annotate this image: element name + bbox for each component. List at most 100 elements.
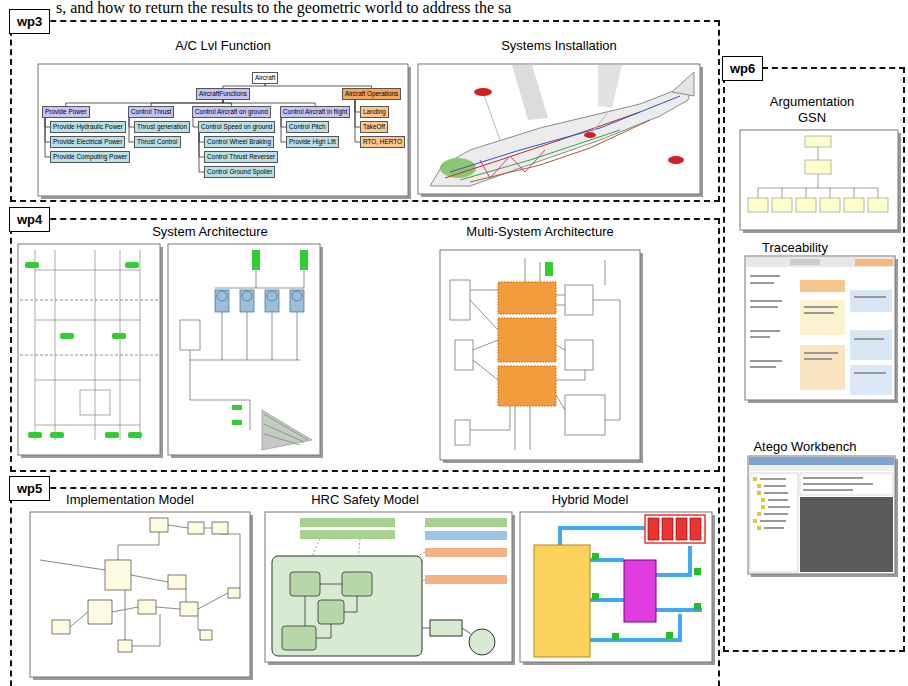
workbench-screenshot [803, 483, 873, 485]
workbench-screenshot [761, 505, 765, 509]
safety-model-diagram [305, 584, 471, 638]
system-schematic [215, 288, 304, 289]
implementation-diagram [168, 525, 188, 528]
traceability-table [804, 306, 838, 308]
safety-model-diagram [320, 584, 342, 585]
workbench-screenshot [760, 478, 786, 480]
system-schematic [300, 250, 308, 270]
implementation-diagram [200, 630, 212, 640]
function-box: Control Aircraft in flight [280, 106, 350, 118]
multi-system-schematic [593, 300, 620, 301]
workbench-screenshot [800, 497, 893, 572]
function-label: Control Thrust Reverser [207, 153, 275, 161]
hybrid-model-diagram [520, 512, 712, 662]
tag-wrapper: wp6 [722, 56, 763, 81]
model-thumbnail: Atego Workbench [748, 437, 895, 575]
traceability-table [750, 282, 774, 284]
multi-system-schematic [498, 282, 556, 406]
traceability-table [750, 330, 780, 332]
implementation-diagram [118, 640, 132, 652]
multi-system-schematic [605, 420, 620, 421]
function-box: Provide Power [42, 106, 90, 118]
installation-picture [445, 112, 640, 178]
gsn-diagram [820, 198, 840, 212]
thumbnail-title: System Architecture [110, 224, 310, 240]
hybrid-model-diagram [648, 518, 701, 540]
system-schematic [80, 390, 110, 415]
installation-picture [483, 92, 500, 140]
gsn-diagram [844, 198, 864, 212]
hybrid-model-diagram [645, 515, 705, 543]
hybrid-model-diagram [648, 518, 659, 540]
system-schematic [190, 360, 300, 361]
gsn-diagram [868, 198, 888, 212]
function-label: Control Wheel Braking [207, 138, 271, 146]
traceability-table [750, 366, 776, 368]
safety-model-diagram [357, 596, 358, 612]
multi-system-schematic [470, 290, 498, 291]
implementation-diagram [188, 522, 204, 534]
safety-model-diagram [462, 628, 471, 634]
implementation-diagram [168, 575, 186, 589]
safety-model-diagram [425, 548, 507, 557]
installation-picture [418, 64, 703, 197]
gsn-diagram [854, 188, 855, 198]
workbench-screenshot [760, 478, 790, 529]
system-schematic [20, 355, 158, 356]
traceability-table [855, 259, 893, 266]
multi-system-schematic [450, 280, 470, 320]
hybrid-model-diagram [592, 553, 701, 640]
safety-model-diagram [300, 530, 395, 539]
workbench-screenshot [753, 477, 765, 530]
installation-picture [590, 110, 610, 135]
thumbnail-title: Atego Workbench [740, 439, 870, 455]
system-schematic [297, 312, 298, 360]
traceability-table [804, 312, 834, 314]
system-schematic [265, 290, 279, 312]
workbench-screenshot [750, 473, 798, 572]
safety-model-diagram [290, 572, 320, 596]
multi-system-schematic [473, 340, 498, 350]
workbench-screenshot [751, 459, 898, 577]
gsn-diagram [740, 130, 898, 230]
system-schematic [50, 432, 64, 438]
multi-system-schematic [455, 420, 470, 445]
traceability-table [750, 300, 782, 302]
gsn-diagram [806, 188, 807, 198]
hybrid-model-diagram [656, 546, 690, 575]
heading-wrapper: Systems Installation [418, 38, 700, 54]
workbench-screenshot [749, 465, 894, 471]
implementation-diagram [52, 620, 70, 634]
hybrid-model-diagram [676, 518, 687, 540]
workbench-screenshot [764, 527, 784, 529]
multi-system-schematic [565, 340, 593, 370]
system-schematic [190, 400, 250, 401]
gsn-diagram [748, 136, 888, 212]
safety-model-diagram [344, 612, 357, 613]
multi-system-schematic [498, 366, 556, 406]
system-schematic [28, 432, 42, 438]
multi-system-schematic [540, 262, 541, 282]
implementation-diagram [198, 593, 228, 609]
system-schematic [232, 420, 242, 425]
traceability-table [850, 290, 892, 312]
multi-system-schematic [515, 406, 516, 450]
traceability-table [750, 306, 778, 308]
multi-system-schematic [556, 295, 565, 296]
system-schematic [232, 405, 242, 410]
function-label: Control Aircraft on ground [195, 108, 268, 116]
system-schematic [35, 250, 36, 440]
system-schematic [95, 250, 96, 440]
installation-picture [460, 130, 620, 180]
model-thumbnail: A/C Lvl FunctionAircraftAircraftFunction… [38, 36, 408, 200]
traceability-table [854, 296, 886, 298]
system-schematic [35, 380, 140, 381]
multi-system-schematic [470, 300, 498, 330]
system-schematic [128, 432, 142, 438]
model-thumbnail: Traceability [745, 238, 895, 400]
system-schematic [256, 270, 257, 288]
multi-system-schematic [525, 258, 526, 282]
function-box: AircraftFunctions [196, 88, 250, 100]
workbench-screenshot [764, 485, 786, 487]
installation-picture [512, 65, 548, 120]
